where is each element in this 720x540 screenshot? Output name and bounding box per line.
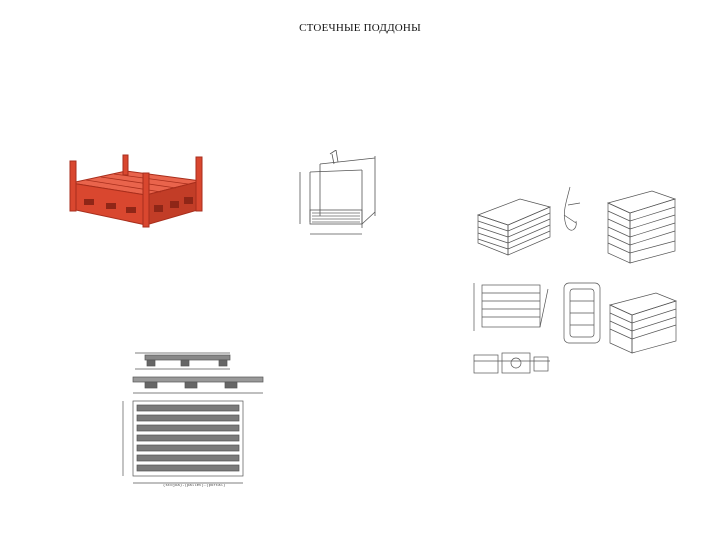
figure-caption: (stojka)-(pallet)-(portal)	[163, 484, 226, 488]
slide-title: СТОЕЧНЫЕ ПОДДОНЫ	[299, 22, 421, 34]
red-stacking-pallet-image	[69, 154, 203, 228]
rack-pallet-drawing-image	[299, 150, 376, 235]
pallet-variants-drawing-image	[473, 186, 678, 374]
pallet-plan-drawing-image	[122, 352, 264, 484]
